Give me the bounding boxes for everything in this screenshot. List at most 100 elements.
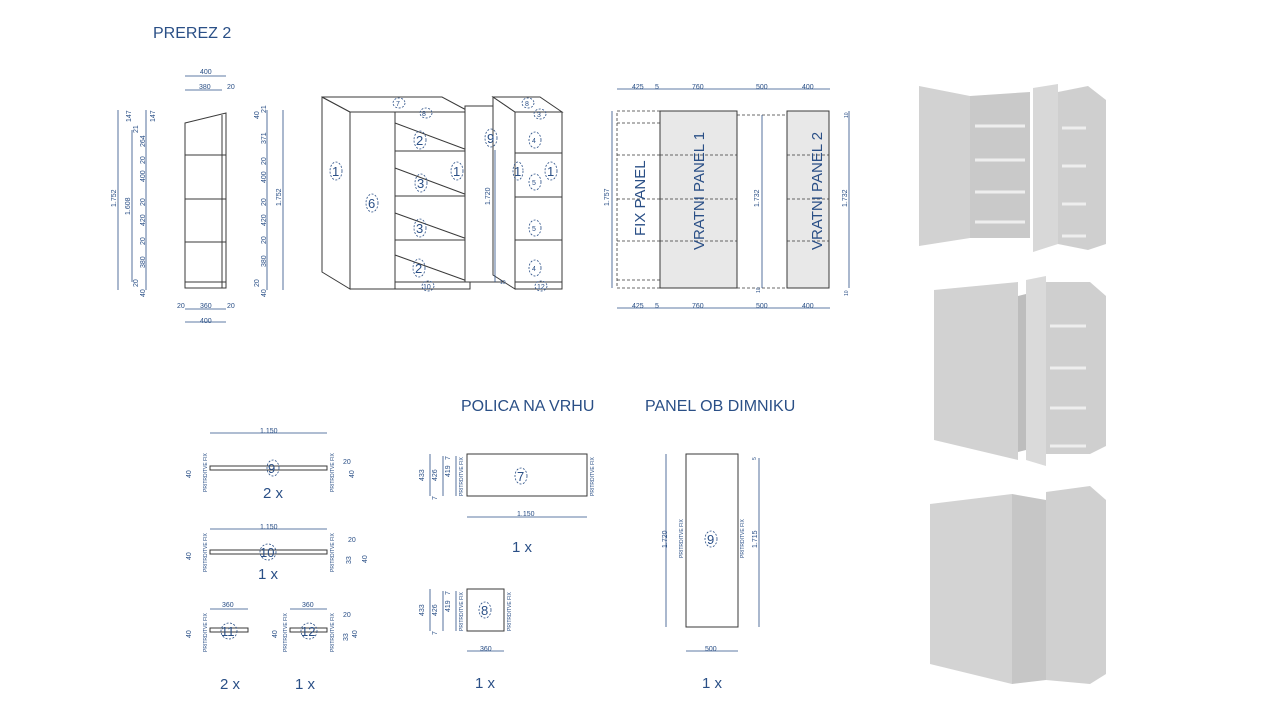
svg-text:7: 7 — [432, 631, 439, 635]
svg-text:20: 20 — [261, 157, 268, 165]
svg-text:1: 1 — [547, 164, 554, 179]
svg-text:10: 10 — [500, 280, 506, 286]
svg-text:11: 11 — [221, 624, 235, 639]
render-half-open — [934, 276, 1106, 466]
svg-text:760: 760 — [692, 84, 704, 91]
svg-text:PRITRDITVE FIX: PRITRDITVE FIX — [203, 612, 209, 652]
dim-right-total: 1.752 — [276, 188, 283, 206]
svg-text:360: 360 — [302, 602, 314, 609]
svg-text:425: 425 — [632, 84, 644, 91]
svg-text:2: 2 — [415, 261, 422, 276]
section-outline — [184, 112, 227, 289]
svg-text:12: 12 — [537, 284, 545, 291]
svg-text:420: 420 — [140, 214, 147, 226]
svg-text:400: 400 — [802, 303, 814, 310]
svg-text:2: 2 — [416, 133, 423, 148]
part-8: 8 433 426 419 7 7 PRITRDITVE FIX PRITRDI… — [419, 588, 513, 692]
svg-text:PRITRDITVE FIX: PRITRDITVE FIX — [459, 591, 465, 631]
svg-text:9: 9 — [268, 461, 275, 476]
svg-text:147: 147 — [126, 110, 133, 122]
part-7: 7 433 426 419 7 7 PRITRDITVE FIX PRITRDI… — [419, 453, 596, 556]
svg-text:10: 10 — [844, 112, 850, 118]
svg-text:1: 1 — [453, 164, 460, 179]
svg-text:40: 40 — [272, 630, 279, 638]
svg-text:20: 20 — [254, 279, 261, 287]
svg-text:420: 420 — [261, 214, 268, 226]
svg-text:360: 360 — [200, 303, 212, 310]
svg-text:1.715: 1.715 — [752, 530, 759, 548]
svg-text:426: 426 — [432, 604, 439, 616]
svg-text:40: 40 — [349, 470, 356, 478]
part-8-qty: 1 x — [475, 675, 496, 692]
svg-text:20: 20 — [140, 237, 147, 245]
part-9-chimney-qty: 1 x — [702, 675, 723, 692]
svg-text:40: 40 — [186, 552, 193, 560]
svg-text:10: 10 — [844, 290, 850, 296]
svg-text:5: 5 — [655, 84, 659, 91]
dim-left-total: 1.752 — [111, 189, 118, 207]
svg-text:380: 380 — [261, 255, 268, 267]
svg-text:1.757: 1.757 — [604, 188, 611, 206]
svg-text:433: 433 — [419, 604, 426, 616]
svg-text:3: 3 — [537, 112, 541, 119]
svg-text:40: 40 — [186, 470, 193, 478]
svg-text:7: 7 — [517, 469, 524, 484]
part-12-qty: 1 x — [295, 676, 316, 693]
svg-text:5: 5 — [532, 226, 536, 233]
svg-text:40: 40 — [362, 555, 369, 563]
svg-text:6: 6 — [368, 196, 375, 211]
svg-text:1: 1 — [514, 164, 521, 179]
svg-text:1.720: 1.720 — [662, 530, 669, 548]
svg-text:33: 33 — [346, 556, 353, 564]
dim-top-400: 400 — [200, 69, 212, 76]
svg-text:1.720: 1.720 — [485, 187, 492, 205]
svg-text:5: 5 — [532, 180, 536, 187]
svg-text:5: 5 — [655, 303, 659, 310]
svg-text:21: 21 — [133, 125, 140, 133]
render-open-doors — [919, 84, 1106, 252]
door-panel-2 — [786, 110, 830, 289]
svg-text:40: 40 — [186, 630, 193, 638]
svg-text:PRITRDITVE FIX: PRITRDITVE FIX — [203, 452, 209, 492]
svg-text:PRITRDITVE FIX: PRITRDITVE FIX — [459, 456, 465, 496]
part-9-qty: 2 x — [263, 485, 284, 502]
svg-text:1.150: 1.150 — [260, 428, 278, 435]
svg-text:10: 10 — [756, 287, 762, 293]
front-elevation: 425 5 760 500 400 FIX PANEL VRATNI PANEL… — [604, 84, 850, 310]
svg-text:360: 360 — [222, 602, 234, 609]
part-12: 360 12 PRITRDITVE FIX PRITRDITVE FIX 40 … — [272, 602, 359, 693]
dim-top-380: 380 — [199, 84, 211, 91]
svg-text:4: 4 — [532, 266, 536, 273]
svg-text:PRITRDITVE FIX: PRITRDITVE FIX — [507, 591, 513, 631]
part-10: 1.150 10 PRITRDITVE FIX PRITRDITVE FIX 4… — [186, 524, 369, 583]
svg-text:500: 500 — [756, 303, 768, 310]
label-fix-panel: FIX PANEL — [632, 160, 649, 236]
svg-text:20: 20 — [133, 279, 140, 287]
svg-text:PRITRDITVE FIX: PRITRDITVE FIX — [330, 532, 336, 572]
svg-text:20: 20 — [227, 303, 235, 310]
section-drawing: 400 380 20 1.752 1.608 147 21 264 20 400… — [111, 69, 284, 325]
svg-text:4: 4 — [532, 138, 536, 145]
svg-text:371: 371 — [261, 132, 268, 144]
isometric-cabinet-drawing: 1 6 7 8 2 3 1 3 2 10 9 1 8 3 4 1 5 5 4 — [321, 96, 564, 292]
svg-text:8: 8 — [481, 603, 488, 618]
svg-text:400: 400 — [802, 84, 814, 91]
svg-text:3: 3 — [417, 176, 424, 191]
part-11-qty: 2 x — [220, 676, 241, 693]
svg-text:33: 33 — [343, 633, 350, 641]
svg-text:1.732: 1.732 — [754, 189, 761, 207]
dim-top-20: 20 — [227, 84, 235, 91]
svg-text:1: 1 — [332, 164, 339, 179]
svg-text:PRITRDITVE FIX: PRITRDITVE FIX — [330, 452, 336, 492]
svg-text:400: 400 — [140, 170, 147, 182]
svg-text:20: 20 — [348, 537, 356, 544]
svg-text:10: 10 — [423, 284, 431, 291]
svg-text:426: 426 — [432, 469, 439, 481]
svg-text:21: 21 — [261, 105, 268, 113]
svg-text:40: 40 — [254, 111, 261, 119]
part-11: 360 11 PRITRDITVE FIX 40 2 x — [186, 602, 249, 693]
svg-text:1.732: 1.732 — [842, 189, 849, 207]
svg-text:1.150: 1.150 — [517, 511, 535, 518]
svg-text:500: 500 — [705, 646, 717, 653]
